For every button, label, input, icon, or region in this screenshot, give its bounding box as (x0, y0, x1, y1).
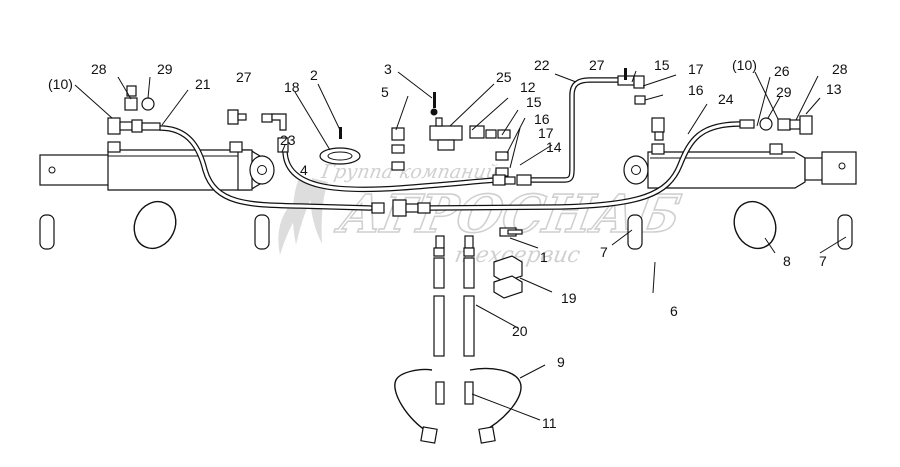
watermark-wheat-icon (278, 175, 328, 255)
callout-28-right: 28 (832, 61, 848, 77)
callout-28-left: 28 (91, 61, 107, 77)
callout-24: 24 (718, 91, 734, 107)
callout-1: 1 (540, 249, 548, 265)
callout-9: 9 (557, 354, 565, 370)
callout-6: 6 (670, 303, 678, 319)
callout-26: 26 (774, 63, 790, 79)
callout-27-center: 27 (589, 57, 605, 73)
callout-10-left: (10) (48, 76, 73, 92)
callout-2: 2 (310, 67, 318, 83)
callout-5: 5 (381, 84, 389, 100)
callout-15-top: 15 (654, 57, 670, 73)
fittings (107, 75, 813, 217)
callout-22: 22 (534, 57, 550, 73)
callout-17-center: 17 (538, 125, 554, 141)
lower-parts (39, 200, 853, 250)
watermark: Группа компаний АГРОСНАБ техсервис (278, 160, 686, 268)
center-parts (319, 68, 627, 444)
callout-27-left: 27 (236, 69, 252, 85)
watermark-line1: Группа компаний (319, 160, 501, 183)
callout-11: 11 (542, 415, 557, 431)
callout-29-right: 29 (776, 84, 792, 100)
callout-29-left: 29 (157, 61, 173, 77)
callout-14: 14 (546, 139, 562, 155)
callout-4: 4 (300, 162, 308, 178)
callout-labels: 1 2 3 4 5 6 7 7 8 9 (10) (10) 11 12 13 1… (48, 57, 848, 431)
right-hydraulic-cylinder (623, 143, 857, 189)
callout-20: 20 (512, 323, 528, 339)
callout-21: 21 (195, 76, 211, 92)
callout-18: 18 (284, 79, 300, 95)
leader-lines (74, 70, 847, 421)
left-elbow-fitting (107, 117, 121, 135)
callout-16-center: 16 (534, 111, 550, 127)
callout-19: 19 (561, 290, 577, 306)
callout-13: 13 (826, 81, 842, 97)
callout-17-top: 17 (688, 61, 704, 77)
left-hydraulic-cylinder (39, 141, 275, 191)
callout-25: 25 (496, 69, 512, 85)
callout-8: 8 (783, 253, 791, 269)
left-rod-end (39, 154, 111, 186)
callout-10-right: (10) (732, 57, 757, 73)
hoses (157, 77, 743, 211)
callout-7-left: 7 (600, 244, 608, 260)
callout-12: 12 (520, 79, 536, 95)
callout-3: 3 (384, 61, 392, 77)
callout-16-right: 16 (688, 82, 704, 98)
callout-23: 23 (280, 132, 296, 148)
callout-15-center: 15 (526, 94, 542, 110)
callout-7-right: 7 (819, 253, 827, 269)
